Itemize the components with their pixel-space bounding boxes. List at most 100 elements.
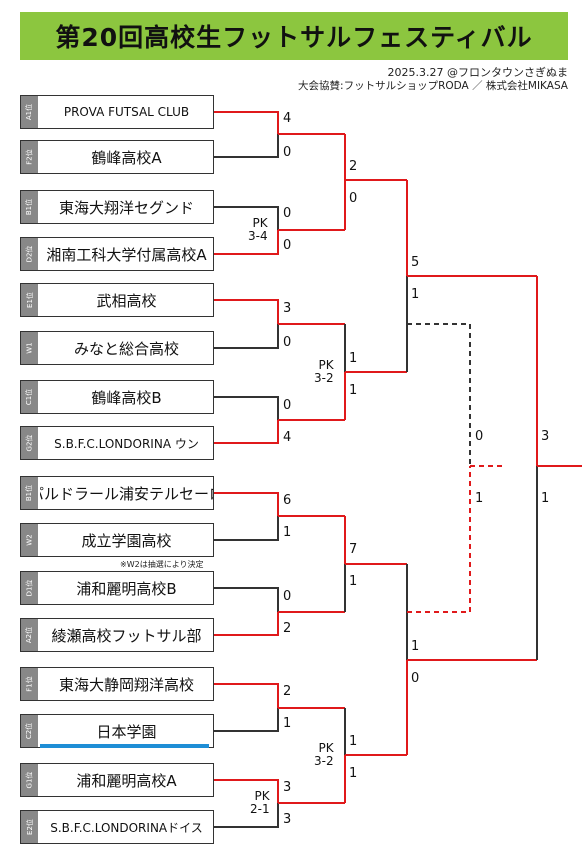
- team-box: D1位 浦和麗明高校B: [20, 571, 214, 605]
- r1m3-score-top: 3: [283, 301, 292, 316]
- r1m2-bottom: [214, 230, 279, 255]
- r1m8-score-top: 3: [283, 780, 292, 795]
- r1m2-top: [214, 206, 279, 230]
- third-bottom: [407, 466, 471, 613]
- r1m6-top: [214, 587, 279, 612]
- seed-tag: B1位: [21, 477, 38, 509]
- r1m7-bottom: [214, 708, 279, 732]
- sf2-score-top: 1: [411, 639, 420, 654]
- seed-tag: A1位: [21, 96, 38, 128]
- team-box: B1位 東海大翔洋セグンド: [20, 190, 214, 224]
- seed-tag: B1位: [21, 191, 38, 223]
- seed-tag: E1位: [21, 284, 38, 316]
- team-box: G1位 浦和麗明高校A: [20, 763, 214, 797]
- r2m3-score-bottom: 1: [349, 574, 358, 589]
- r1m4-bottom: [214, 420, 279, 444]
- draw-note: ※W2は抽選により決定: [120, 560, 204, 569]
- r1m3-bottom: [214, 324, 279, 349]
- team-name: 浦和麗明高校A: [76, 771, 177, 790]
- sponsor-line: 大会協賛:フットサルショップRODA ／ 株式会社MIKASA: [298, 80, 568, 92]
- team-name: 武相高校: [96, 291, 157, 310]
- r1m8-top: [214, 779, 279, 803]
- team-box: F2位 鶴峰高校A: [20, 140, 214, 174]
- r1m3-top: [214, 299, 279, 324]
- r2m4-score-bottom: 1: [349, 766, 358, 781]
- seed-tag: D1位: [21, 572, 38, 604]
- third-score-top: 0: [475, 429, 484, 444]
- r1m6-score-top: 0: [283, 589, 292, 604]
- tournament-title: 第20回高校生フットサルフェスティバル: [20, 12, 568, 60]
- r1m5-score-bottom: 1: [283, 525, 292, 540]
- r1m5-bottom: [214, 516, 279, 541]
- seed-tag: W1: [21, 332, 38, 364]
- team-name: S.B.F.C.LONDORINAドイス: [50, 820, 203, 835]
- r1m1-bottom: [214, 134, 279, 158]
- team-box: C1位 鶴峰高校B: [20, 380, 214, 414]
- r1m6-bottom: [214, 612, 279, 636]
- event-date-venue: 2025.3.27 @フロンタウンさぎぬま: [387, 66, 568, 79]
- team-name: 東海大翔洋セグンド: [58, 198, 194, 217]
- r1m2-pk: PK 3-4: [248, 216, 268, 243]
- r1m8-pk: PK 2-1: [250, 789, 270, 816]
- seed-tag: G2位: [21, 427, 38, 459]
- team-name: PROVA FUTSAL CLUB: [63, 105, 190, 119]
- r1m4-score-bottom: 4: [283, 430, 292, 445]
- team-name: みなと総合高校: [73, 339, 179, 358]
- seed-tag: W2: [21, 524, 38, 556]
- final-score-top: 3: [541, 429, 550, 444]
- team-box: W1 みなと総合高校: [20, 331, 214, 365]
- r2m4-score-top: 1: [349, 734, 358, 749]
- r2m4-pk: PK 3-2: [314, 741, 334, 768]
- team-name: 浦和麗明高校B: [76, 579, 177, 598]
- team-name: 綾瀬高校フットサル部: [51, 626, 202, 645]
- sf1-score-bottom: 1: [411, 287, 420, 302]
- r2m2-score-top: 1: [349, 351, 358, 366]
- sf2-score-bottom: 0: [411, 671, 420, 686]
- r1m7-score-bottom: 1: [283, 716, 292, 731]
- r1m8-score-bottom: 3: [283, 812, 292, 827]
- r1m7-top: [214, 683, 279, 708]
- r1m1-score-bottom: 0: [283, 145, 292, 160]
- seed-tag: C2位: [21, 715, 38, 747]
- team-name: S.B.F.C.LONDORINA ウン: [54, 436, 199, 451]
- r1m8-bottom: [214, 803, 279, 828]
- team-box: B1位パルドラール浦安テルセーロ: [20, 476, 214, 510]
- team-name: 日本学園: [96, 722, 157, 741]
- sf1-score-top: 5: [411, 255, 420, 270]
- team-box: A1位 PROVA FUTSAL CLUB: [20, 95, 214, 129]
- r1m4-top: [214, 396, 279, 420]
- r1m1-top: [214, 111, 279, 134]
- third-top: [407, 323, 471, 466]
- team-name: 鶴峰高校B: [91, 388, 162, 407]
- team-name: 成立学園高校: [81, 531, 172, 550]
- team-name: 湘南工科大学付属高校A: [46, 245, 207, 264]
- team-box: E1位 武相高校: [20, 283, 214, 317]
- r1m2-score-top: 0: [283, 206, 292, 221]
- team-box: G2位 S.B.F.C.LONDORINA ウン: [20, 426, 214, 460]
- team-box: A2位綾瀬高校フットサル部: [20, 618, 214, 652]
- r2m1-score-bottom: 0: [349, 191, 358, 206]
- seed-tag: G1位: [21, 764, 38, 796]
- r2m2-score-bottom: 1: [349, 383, 358, 398]
- team-name: 鶴峰高校A: [91, 148, 162, 167]
- r1m2-score-bottom: 0: [283, 238, 292, 253]
- team-name: 東海大静岡翔洋高校: [58, 675, 194, 694]
- highlight-underline: [40, 744, 209, 748]
- r1m5-top: [214, 492, 279, 516]
- r1m5-score-top: 6: [283, 493, 292, 508]
- third-score-bottom: 1: [475, 491, 484, 506]
- team-name: パルドラール浦安テルセーロ: [40, 484, 213, 503]
- r1m6-score-bottom: 2: [283, 621, 292, 636]
- r1m3-score-bottom: 0: [283, 335, 292, 350]
- seed-tag: C1位: [21, 381, 38, 413]
- seed-tag: F2位: [21, 141, 38, 173]
- r1m7-score-top: 2: [283, 684, 292, 699]
- r2m3-score-top: 7: [349, 542, 358, 557]
- r2m1-score-top: 2: [349, 159, 358, 174]
- r1m1-score-top: 4: [283, 111, 292, 126]
- seed-tag: F1位: [21, 668, 38, 700]
- seed-tag: D2位: [21, 238, 38, 270]
- r2m2-pk: PK 3-2: [314, 358, 334, 385]
